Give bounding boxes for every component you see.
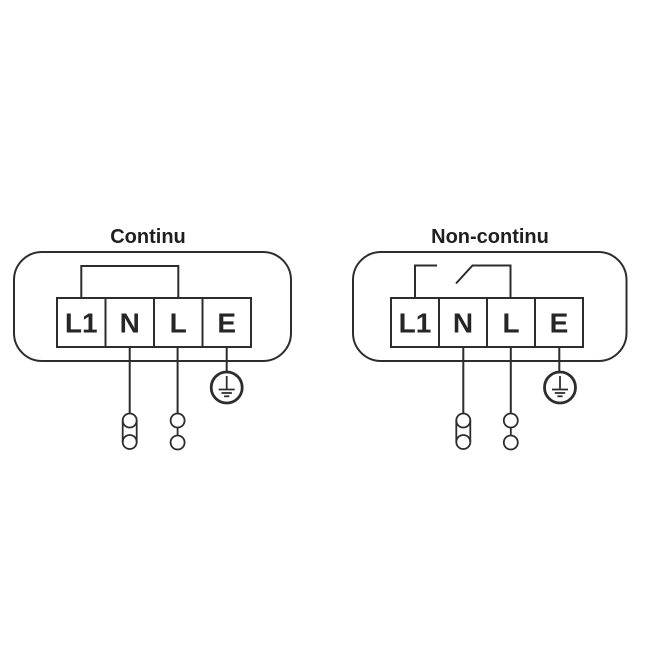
connector-circle-bottom [169, 434, 186, 451]
connector-circle-top [121, 412, 138, 429]
protective-earth-icon [209, 370, 244, 405]
connector-circle-top [455, 412, 472, 429]
earth-circle [543, 370, 577, 405]
terminal-label-e: E [217, 308, 236, 339]
terminal-label-e: E [550, 308, 569, 339]
connector-circle-bottom [455, 434, 472, 450]
diagram-title-continuous: Continu [110, 226, 186, 248]
terminal-label-l1: L1 [399, 308, 432, 339]
terminal-label-n: N [120, 308, 140, 339]
switch-blade-and-run [455, 264, 512, 298]
diagram-non-continuous: Non-continu L1 N L E [352, 226, 628, 451]
switch-fixed-stub [414, 264, 437, 298]
capsule-link-connector [455, 412, 472, 450]
double-circle-connector [169, 412, 186, 451]
earth-circle [209, 370, 244, 405]
device-enclosure [352, 251, 628, 362]
terminal-block: L1 N L E [56, 297, 252, 348]
terminal-block: L1 N L E [390, 297, 584, 348]
terminal-label-l: L [502, 308, 519, 339]
connector-circle-bottom [502, 434, 519, 451]
diagram-title-non-continuous: Non-continu [431, 226, 549, 248]
connector-circle-top [502, 412, 519, 429]
protective-earth-icon [543, 370, 577, 405]
double-circle-connector [502, 412, 519, 451]
connector-circle-bottom [121, 434, 138, 450]
bridge-wire-closed [80, 265, 180, 298]
terminal-label-n: N [453, 308, 473, 339]
capsule-link-connector [121, 412, 138, 450]
terminal-label-l1: L1 [65, 308, 98, 339]
terminal-label-l: L [170, 308, 187, 339]
device-enclosure [13, 251, 292, 362]
connector-circle-top [169, 412, 186, 429]
bridge-wire-open-switch [414, 264, 512, 298]
diagram-continuous: Continu L1 N L E [13, 226, 292, 451]
